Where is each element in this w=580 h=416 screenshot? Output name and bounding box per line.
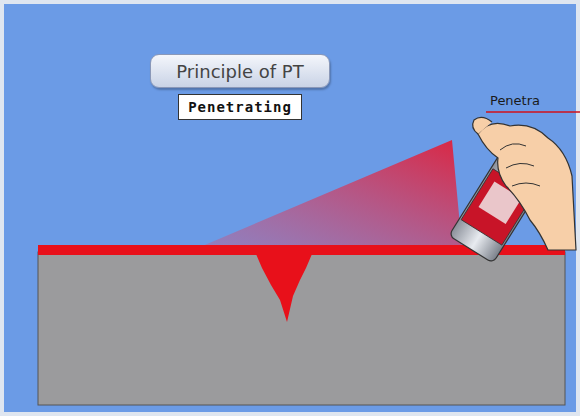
crack-with-penetrant xyxy=(256,254,312,322)
hand xyxy=(473,117,576,250)
step-box: Penetrating xyxy=(178,94,302,120)
spray-cone xyxy=(200,140,462,247)
leader-underline xyxy=(486,111,580,113)
callout-label: Penetra xyxy=(490,93,540,108)
node-text: Penetrating xyxy=(188,99,292,115)
background xyxy=(4,4,576,412)
node-text: Principle of PT xyxy=(176,61,303,82)
test-piece xyxy=(38,252,565,405)
title-box: Principle of PT xyxy=(150,54,330,88)
